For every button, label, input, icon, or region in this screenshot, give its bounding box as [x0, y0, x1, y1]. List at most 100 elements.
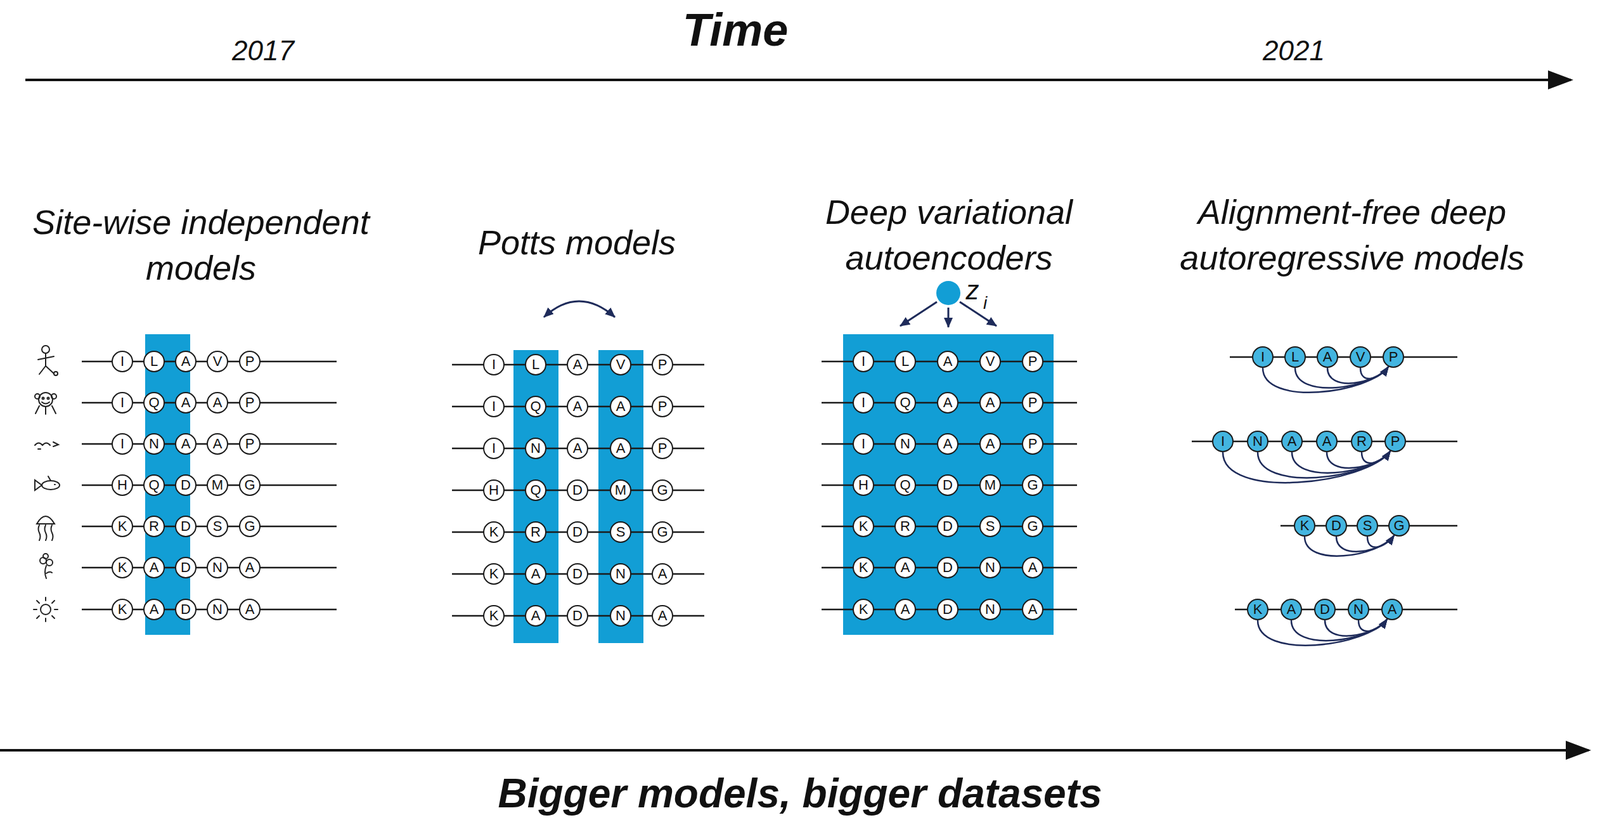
- column-highlight: [513, 349, 559, 643]
- residue-circle: I: [1212, 430, 1234, 452]
- residue-circle: D: [936, 515, 959, 537]
- residue-letter: A: [616, 441, 626, 456]
- residue-letter: D: [942, 602, 953, 617]
- residue-circle: N: [894, 432, 917, 455]
- residue-letter: I: [861, 354, 866, 369]
- residue-circle: D: [174, 515, 197, 537]
- residue-letter: P: [1388, 349, 1399, 364]
- residue-letter: I: [861, 436, 866, 451]
- residue-circle: L: [524, 353, 547, 376]
- residue-circle: A: [936, 391, 959, 414]
- residue-letter: A: [212, 436, 223, 451]
- residue-letter: D: [572, 524, 583, 539]
- residue-letter: A: [943, 436, 953, 451]
- residue-circle: A: [1316, 346, 1339, 368]
- residue-letter: I: [491, 399, 496, 414]
- sequence-lines: [81, 361, 337, 610]
- residue-letter: A: [149, 560, 160, 575]
- residue-letter: A: [531, 566, 541, 581]
- residue-circle: A: [651, 604, 674, 627]
- residue-circle: G: [238, 474, 261, 496]
- residue-circle: L: [143, 350, 165, 373]
- residue-circle: N: [609, 562, 632, 585]
- residue-circle: K: [1293, 514, 1316, 537]
- residue-circle: P: [651, 395, 674, 418]
- residue-circle: K: [483, 604, 505, 627]
- residue-circle: A: [979, 391, 1001, 414]
- residue-circle: G: [1021, 474, 1044, 496]
- residue-letter: I: [1220, 434, 1225, 449]
- column-highlight: [598, 349, 644, 643]
- residue-letter: G: [244, 477, 255, 492]
- residue-letter: A: [985, 395, 996, 410]
- residue-letter: V: [212, 354, 223, 369]
- dependency-arc: [1257, 450, 1391, 478]
- dependency-arc: [1295, 366, 1389, 388]
- residue-letter: K: [489, 566, 499, 581]
- residue-circle: A: [609, 395, 632, 418]
- residue-letter: K: [489, 524, 499, 539]
- residue-letter: A: [1287, 434, 1297, 449]
- residue-letter: K: [1300, 518, 1310, 533]
- residue-letter: A: [900, 602, 911, 617]
- dependency-arc: [1361, 450, 1391, 463]
- dependency-arc: [1262, 366, 1389, 393]
- axis-title: Bigger models, bigger datasets: [497, 766, 1102, 821]
- residue-circle: A: [238, 598, 261, 620]
- residue-circle: D: [566, 604, 589, 627]
- residue-letter: P: [658, 399, 668, 414]
- residue-circle: N: [206, 598, 229, 620]
- residue-circle: A: [143, 556, 165, 579]
- residue-circle: A: [1280, 598, 1303, 620]
- latent-symbol: z: [966, 272, 980, 309]
- residue-letter: Q: [529, 399, 541, 414]
- residue-circle: K: [1246, 598, 1269, 620]
- residue-letter: N: [615, 608, 626, 623]
- residue-circle: R: [524, 521, 547, 543]
- dependency-arc: [1336, 535, 1394, 552]
- residue-letter: N: [1353, 602, 1364, 617]
- residue-letter: M: [984, 477, 996, 492]
- residue-letter: I: [120, 436, 125, 451]
- residue-letter: D: [1319, 602, 1330, 617]
- residue-circle: Q: [894, 391, 917, 414]
- residue-letter: P: [245, 354, 255, 369]
- residue-circle: D: [174, 598, 197, 620]
- residue-letter: R: [1356, 434, 1367, 449]
- residue-letter: N: [212, 602, 223, 617]
- residue-circle: Q: [143, 474, 165, 496]
- panel-heading: Site-wise independent models: [0, 199, 404, 291]
- residue-letter: A: [900, 560, 911, 575]
- residue-circle: D: [174, 474, 197, 496]
- residue-letter: R: [900, 519, 911, 534]
- residue-letter: A: [181, 395, 191, 410]
- residue-circle: G: [651, 521, 674, 543]
- residue-letter: Q: [899, 477, 911, 492]
- residue-letter: D: [180, 477, 191, 492]
- residue-letter: A: [985, 436, 996, 451]
- residue-letter: A: [658, 608, 668, 623]
- residue-circle: M: [979, 474, 1001, 496]
- latent-dot: [936, 280, 961, 305]
- residue-circle: D: [174, 556, 197, 579]
- residue-letter: I: [491, 357, 496, 372]
- residue-letter: H: [117, 477, 128, 492]
- residue-circle: G: [1021, 515, 1044, 537]
- residue-circle: A: [566, 353, 589, 376]
- residue-circle: R: [1350, 430, 1373, 452]
- residue-letter: M: [614, 483, 627, 497]
- residue-circle: A: [1021, 598, 1044, 620]
- dependency-arc: [1304, 535, 1394, 556]
- residue-letter: L: [1291, 349, 1299, 364]
- residue-circle: P: [1021, 391, 1044, 414]
- residue-circle: A: [566, 395, 589, 418]
- residue-letter: V: [985, 354, 996, 369]
- residue-circle: A: [1381, 598, 1403, 620]
- residue-letter: K: [858, 560, 869, 575]
- residue-circle: P: [1384, 430, 1407, 452]
- residue-circle: K: [111, 515, 134, 537]
- residue-letter: D: [942, 477, 953, 492]
- residue-letter: I: [120, 354, 125, 369]
- axis-title: Time: [682, 0, 789, 61]
- residue-circle: A: [894, 556, 917, 579]
